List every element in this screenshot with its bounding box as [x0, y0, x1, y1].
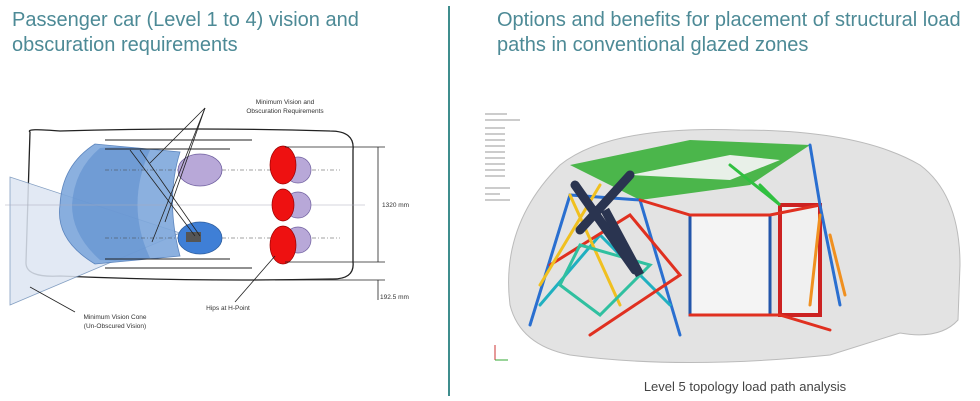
- seat: [177, 153, 223, 187]
- hip-point: [271, 188, 295, 222]
- figure-caption: Level 5 topology load path analysis: [643, 379, 847, 394]
- width-dimension: 1320 mm: [382, 202, 409, 209]
- hips-label: Hips at H-Point: [206, 305, 250, 312]
- cone-label-1: Minimum Vision Cone: [83, 314, 146, 321]
- vision-req-label-1: Minimum Vision and: [256, 99, 315, 106]
- right-title: Options and benefits for placement of st…: [497, 9, 961, 56]
- hip-point: [269, 225, 297, 265]
- topology-analysis-image: [485, 113, 961, 363]
- hip-point: [269, 145, 297, 185]
- offset-dimension: 192.5 mm: [380, 294, 409, 301]
- divider: [448, 6, 450, 396]
- left-title: Passenger car (Level 1 to 4) vision and …: [12, 9, 359, 56]
- vision-obscuration-diagram: Minimum Vision and Obscuration Requireme…: [5, 99, 409, 330]
- contour-legend: [485, 113, 520, 201]
- vision-req-label-2: Obscuration Requirements: [246, 108, 324, 115]
- cone-label-2: (Un-Obscured Vision): [84, 323, 146, 330]
